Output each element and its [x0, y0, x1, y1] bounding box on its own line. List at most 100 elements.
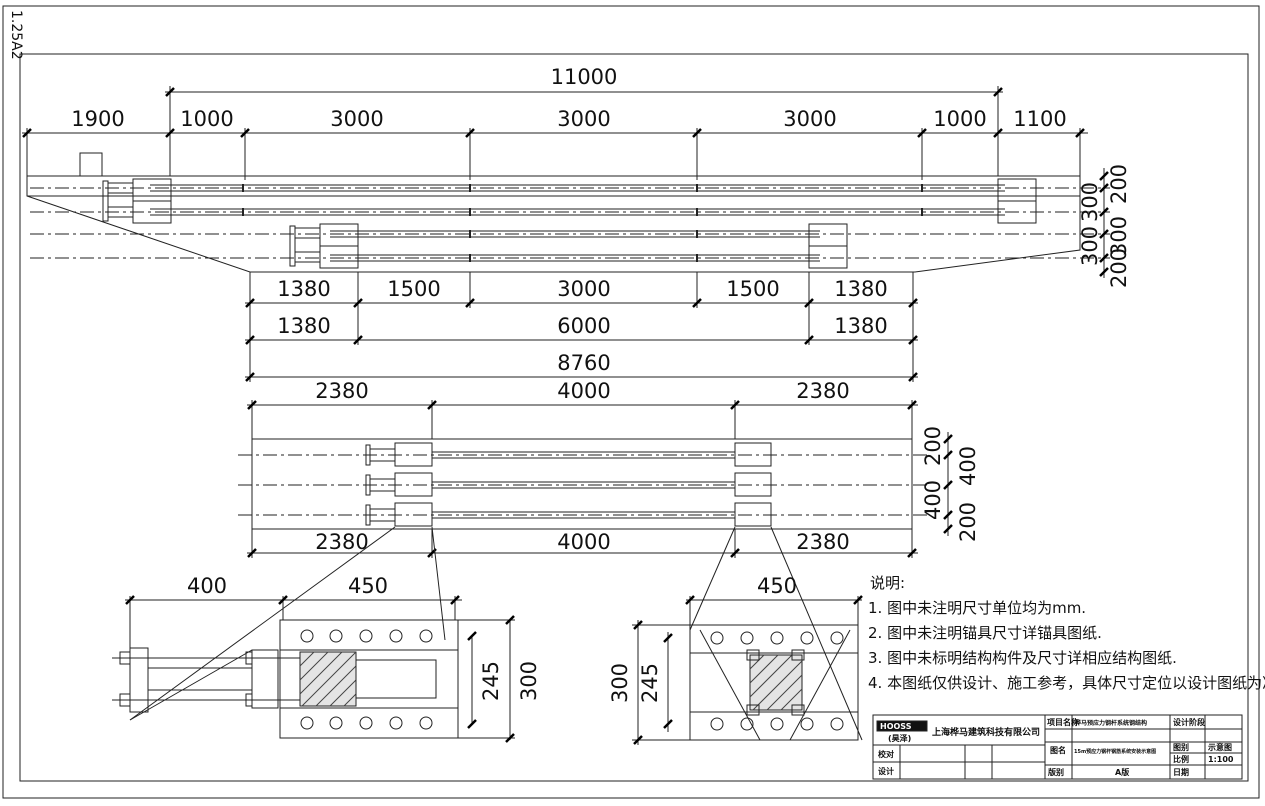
- drawing-value: 15m预应力钢杆钢筋系统安装示意图: [1074, 748, 1156, 755]
- elevation-ticks: [22, 87, 1109, 382]
- jack-assembly: [102, 180, 321, 267]
- inner-frame: [19, 53, 1249, 782]
- project-value: 桦马预应力钢杆系统钢结构: [1074, 719, 1147, 727]
- dim-label: 3000: [557, 277, 610, 301]
- detail-right-dims: [632, 596, 862, 745]
- detail-left-ticks: [125, 595, 515, 743]
- company-logo: HOOSS: [880, 722, 912, 731]
- dim-label: 2380: [315, 379, 368, 403]
- check-label: 校对: [878, 749, 894, 759]
- bolt-row-bottom: [300, 716, 433, 730]
- version-label: 版别: [1047, 767, 1064, 777]
- sheet-label: 图别: [1173, 743, 1189, 752]
- detail-left-dims: [125, 596, 515, 740]
- sheet-tag: 1.25A2: [8, 10, 24, 60]
- plan-body: [251, 438, 913, 530]
- drawing-label: 图名: [1050, 745, 1066, 755]
- dim-label: 300: [1078, 182, 1102, 222]
- dim-total: 8760: [557, 351, 610, 375]
- dim-label: 400: [921, 480, 945, 520]
- dim-label: 2380: [796, 530, 849, 554]
- dim-label: 1100: [1013, 107, 1066, 131]
- plan-dim-labels: 2380 4000 2380 2380 4000 2380 200 400 40…: [315, 379, 980, 554]
- dim-label: 200: [1107, 164, 1131, 204]
- hatching: [299, 651, 357, 707]
- plan-jacks: [365, 444, 396, 526]
- couplers: [242, 184, 923, 262]
- company-logo-sub: (昊泽): [888, 733, 911, 743]
- notes: 说明: 1. 图中未注明尺寸单位均为mm. 2. 图中未注明锚具尺寸详锚具图纸.…: [868, 574, 1265, 692]
- dim-label: 3000: [783, 107, 836, 131]
- dim-label: 3000: [330, 107, 383, 131]
- dim-label: 1500: [726, 277, 779, 301]
- dim-label: 3000: [557, 107, 610, 131]
- plan-centerlines: [238, 454, 928, 516]
- dim-label: 1380: [834, 314, 887, 338]
- title-block-text: HOOSS (昊泽) 上海桦马建筑科技有限公司 项目名称 桦马预应力钢杆系统钢结…: [878, 717, 1234, 777]
- dim-label: 300: [1078, 226, 1102, 266]
- company-name: 上海桦马建筑科技有限公司: [932, 726, 1040, 738]
- dim-label: 300: [517, 661, 541, 701]
- bolt-row-top: [300, 629, 433, 643]
- dim-label: 300: [1107, 216, 1131, 256]
- dim-overall: 11000: [551, 65, 618, 89]
- dim-label: 4000: [557, 530, 610, 554]
- note-item: 2. 图中未注明锚具尺寸详锚具图纸.: [868, 624, 1102, 642]
- dim-label: 450: [348, 574, 388, 598]
- dim-label: 1380: [834, 277, 887, 301]
- dim-label: 200: [1107, 248, 1131, 288]
- plan-dimensions: [247, 400, 949, 558]
- detail-right-labels: 450 300 245: [608, 574, 797, 703]
- dim-label: 245: [479, 661, 503, 701]
- elevation-dim-labels: 11000 1900 1000 3000 3000 3000 1000 1100…: [71, 65, 1131, 375]
- dim-label: 1000: [180, 107, 233, 131]
- design-stage-label: 设计阶段: [1173, 717, 1205, 727]
- plan-view: [238, 438, 928, 530]
- detail-plate: [279, 619, 459, 739]
- designer-label: 设计: [878, 766, 894, 776]
- sheet-value: 示意图: [1207, 742, 1232, 752]
- outer-frame: [2, 5, 1260, 799]
- dim-label: 245: [638, 663, 662, 703]
- elevation-view: [26, 152, 1110, 273]
- detail-plate: [689, 624, 859, 741]
- dim-label: 300: [608, 663, 632, 703]
- dim-label: 1000: [933, 107, 986, 131]
- dim-label: 400: [956, 446, 980, 486]
- project-label: 项目名称: [1047, 717, 1079, 727]
- date-label: 日期: [1173, 767, 1189, 777]
- dim-label: 6000: [557, 314, 610, 338]
- note-item: 4. 本图纸仅供设计、施工参考，具体尺寸定位以设计图纸为准.: [868, 674, 1265, 692]
- dim-label: 1380: [277, 314, 330, 338]
- hatching: [749, 654, 803, 711]
- scale-label: 比例: [1173, 754, 1189, 764]
- detail-left-labels: 400 450 245 300: [187, 574, 541, 701]
- dim-label: 450: [757, 574, 797, 598]
- dim-label: 2380: [315, 530, 368, 554]
- dim-label: 1900: [71, 107, 124, 131]
- notes-heading: 说明:: [870, 574, 905, 592]
- anchor-block: [734, 442, 772, 467]
- dim-label: 2380: [796, 379, 849, 403]
- note-item: 3. 图中未标明结构构件及尺寸详相应结构图纸.: [868, 649, 1177, 667]
- tendon-rods: [150, 184, 1005, 262]
- elevation-stub: [79, 152, 103, 177]
- bolt-row-bottom: [710, 717, 844, 731]
- detail-right-ticks: [633, 595, 863, 745]
- anchor-block: [734, 472, 772, 497]
- dim-label: 1380: [277, 277, 330, 301]
- version-value: A版: [1115, 767, 1129, 777]
- dim-label: 200: [956, 502, 980, 542]
- anchor-block: [734, 502, 772, 527]
- dim-label: 200: [921, 426, 945, 466]
- title-block: [872, 714, 1243, 780]
- tendon-centerlines: [30, 187, 1110, 259]
- scale-value: 1:100: [1208, 755, 1234, 764]
- dim-label: 4000: [557, 379, 610, 403]
- dim-label: 1500: [387, 277, 440, 301]
- plan-ticks: [247, 400, 953, 558]
- plan-rods: [432, 451, 735, 519]
- dim-label: 400: [187, 574, 227, 598]
